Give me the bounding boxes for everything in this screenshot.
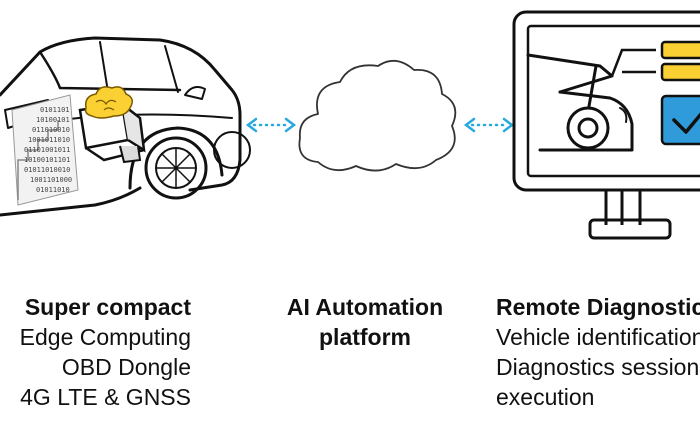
svg-text:0101101 10100101 0: 0101101 10100101 011010010 1001011010 01… (24, 106, 76, 194)
car-front-wheel (144, 136, 208, 200)
caption-dongle-line-1: Edge Computing (19, 324, 191, 350)
caption-dongle: Super compact Edge Computing OBD Dongle … (20, 292, 191, 412)
caption-platform-line-1: AI Automation (286, 294, 444, 320)
open-hood-car-icon (526, 53, 634, 152)
info-bar-2 (660, 62, 700, 82)
arrow-cloud-to-monitor (463, 117, 515, 133)
caption-dongle-title: Super compact (24, 294, 191, 320)
obd-dongle-icon (78, 86, 146, 164)
checkmark-box (660, 94, 700, 146)
ai-brain-icon (84, 86, 133, 119)
arrow-car-to-cloud (245, 117, 297, 133)
callout-lines (610, 48, 656, 77)
car-illustration (0, 36, 251, 217)
caption-diagnostics-line-3: execution (496, 384, 595, 410)
caption-platform: AI Automation platform (240, 292, 490, 352)
caption-platform-line-2: platform (319, 324, 411, 350)
diagnostics-monitor-icon (512, 10, 700, 240)
checkmark-icon (672, 112, 700, 134)
info-bar-1 (660, 40, 700, 60)
caption-diagnostics: Remote Diagnostics Vehicle identificatio… (496, 292, 700, 412)
binary-code-panel: 0101101 10100101 011010010 1001011010 01… (11, 94, 79, 206)
caption-dongle-line-2: OBD Dongle (61, 354, 191, 380)
caption-diagnostics-title: Remote Diagnostics (496, 294, 700, 320)
caption-dongle-line-3: 4G LTE & GNSS (20, 384, 191, 410)
caption-diagnostics-line-2: Diagnostics session (496, 354, 700, 380)
caption-diagnostics-line-1: Vehicle identification (496, 324, 700, 350)
cloud-icon (298, 60, 457, 172)
